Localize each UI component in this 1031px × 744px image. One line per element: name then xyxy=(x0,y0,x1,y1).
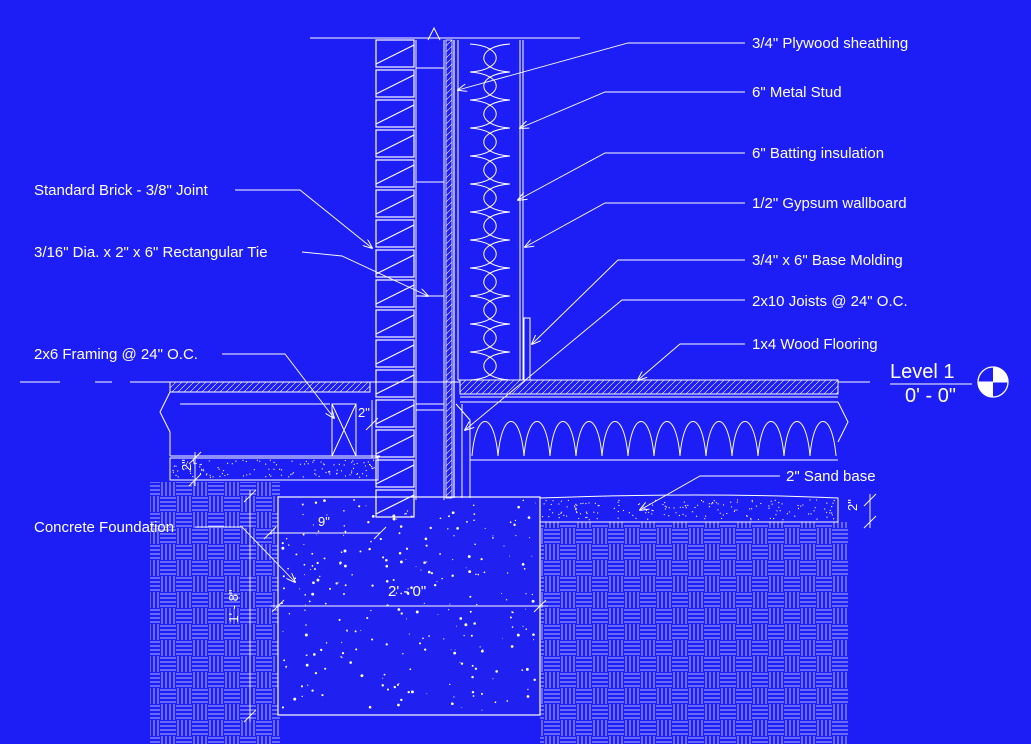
brick-wall xyxy=(375,39,415,518)
label-concrete-foundation: Concrete Foundation xyxy=(34,519,174,536)
label-gypsum-wallboard: 1/2" Gypsum wallboard xyxy=(752,195,907,212)
dim-footing-depth: 1' - 8" xyxy=(226,589,241,622)
level-line xyxy=(20,381,972,385)
dim-width-9in: 9" xyxy=(318,514,330,529)
wall-batting xyxy=(469,43,511,381)
left-sill xyxy=(159,381,380,457)
dim-sand-right: 2" xyxy=(845,499,860,511)
wall-cavity xyxy=(415,40,445,500)
label-batting-insulation: 6" Batting insulation xyxy=(752,145,884,162)
label-standard-brick: Standard Brick - 3/8" Joint xyxy=(34,182,209,199)
label-rectangular-tie: 3/16" Dia. x 2" x 6" Rectangular Tie xyxy=(34,244,268,261)
label-plywood-sheathing: 3/4" Plywood sheathing xyxy=(752,35,908,52)
dimension-lines xyxy=(188,400,877,723)
level-symbol xyxy=(977,366,1009,398)
label-sand-base: 2" Sand base xyxy=(786,468,876,485)
label-joists: 2x10 Joists @ 24" O.C. xyxy=(752,293,908,310)
label-metal-stud: 6" Metal Stud xyxy=(752,84,842,101)
dim-footing-width: 2' - 0" xyxy=(388,583,426,600)
sheathing-and-stud xyxy=(310,26,580,499)
label-base-molding: 3/4" x 6" Base Molding xyxy=(752,252,903,269)
leaders-left xyxy=(195,189,428,582)
sand-base xyxy=(169,457,839,523)
label-framing: 2x6 Framing @ 24" O.C. xyxy=(34,346,198,363)
earth-hatch xyxy=(150,482,848,744)
leaders-right xyxy=(458,42,780,510)
level-name: Level 1 xyxy=(890,361,955,383)
floor-assembly xyxy=(459,379,849,461)
label-wood-flooring: 1x4 Wood Flooring xyxy=(752,336,878,353)
level-elevation: 0' - 0" xyxy=(905,385,956,407)
dim-sand-left: 2" xyxy=(179,459,194,471)
dim-sill: 2" xyxy=(358,405,370,420)
